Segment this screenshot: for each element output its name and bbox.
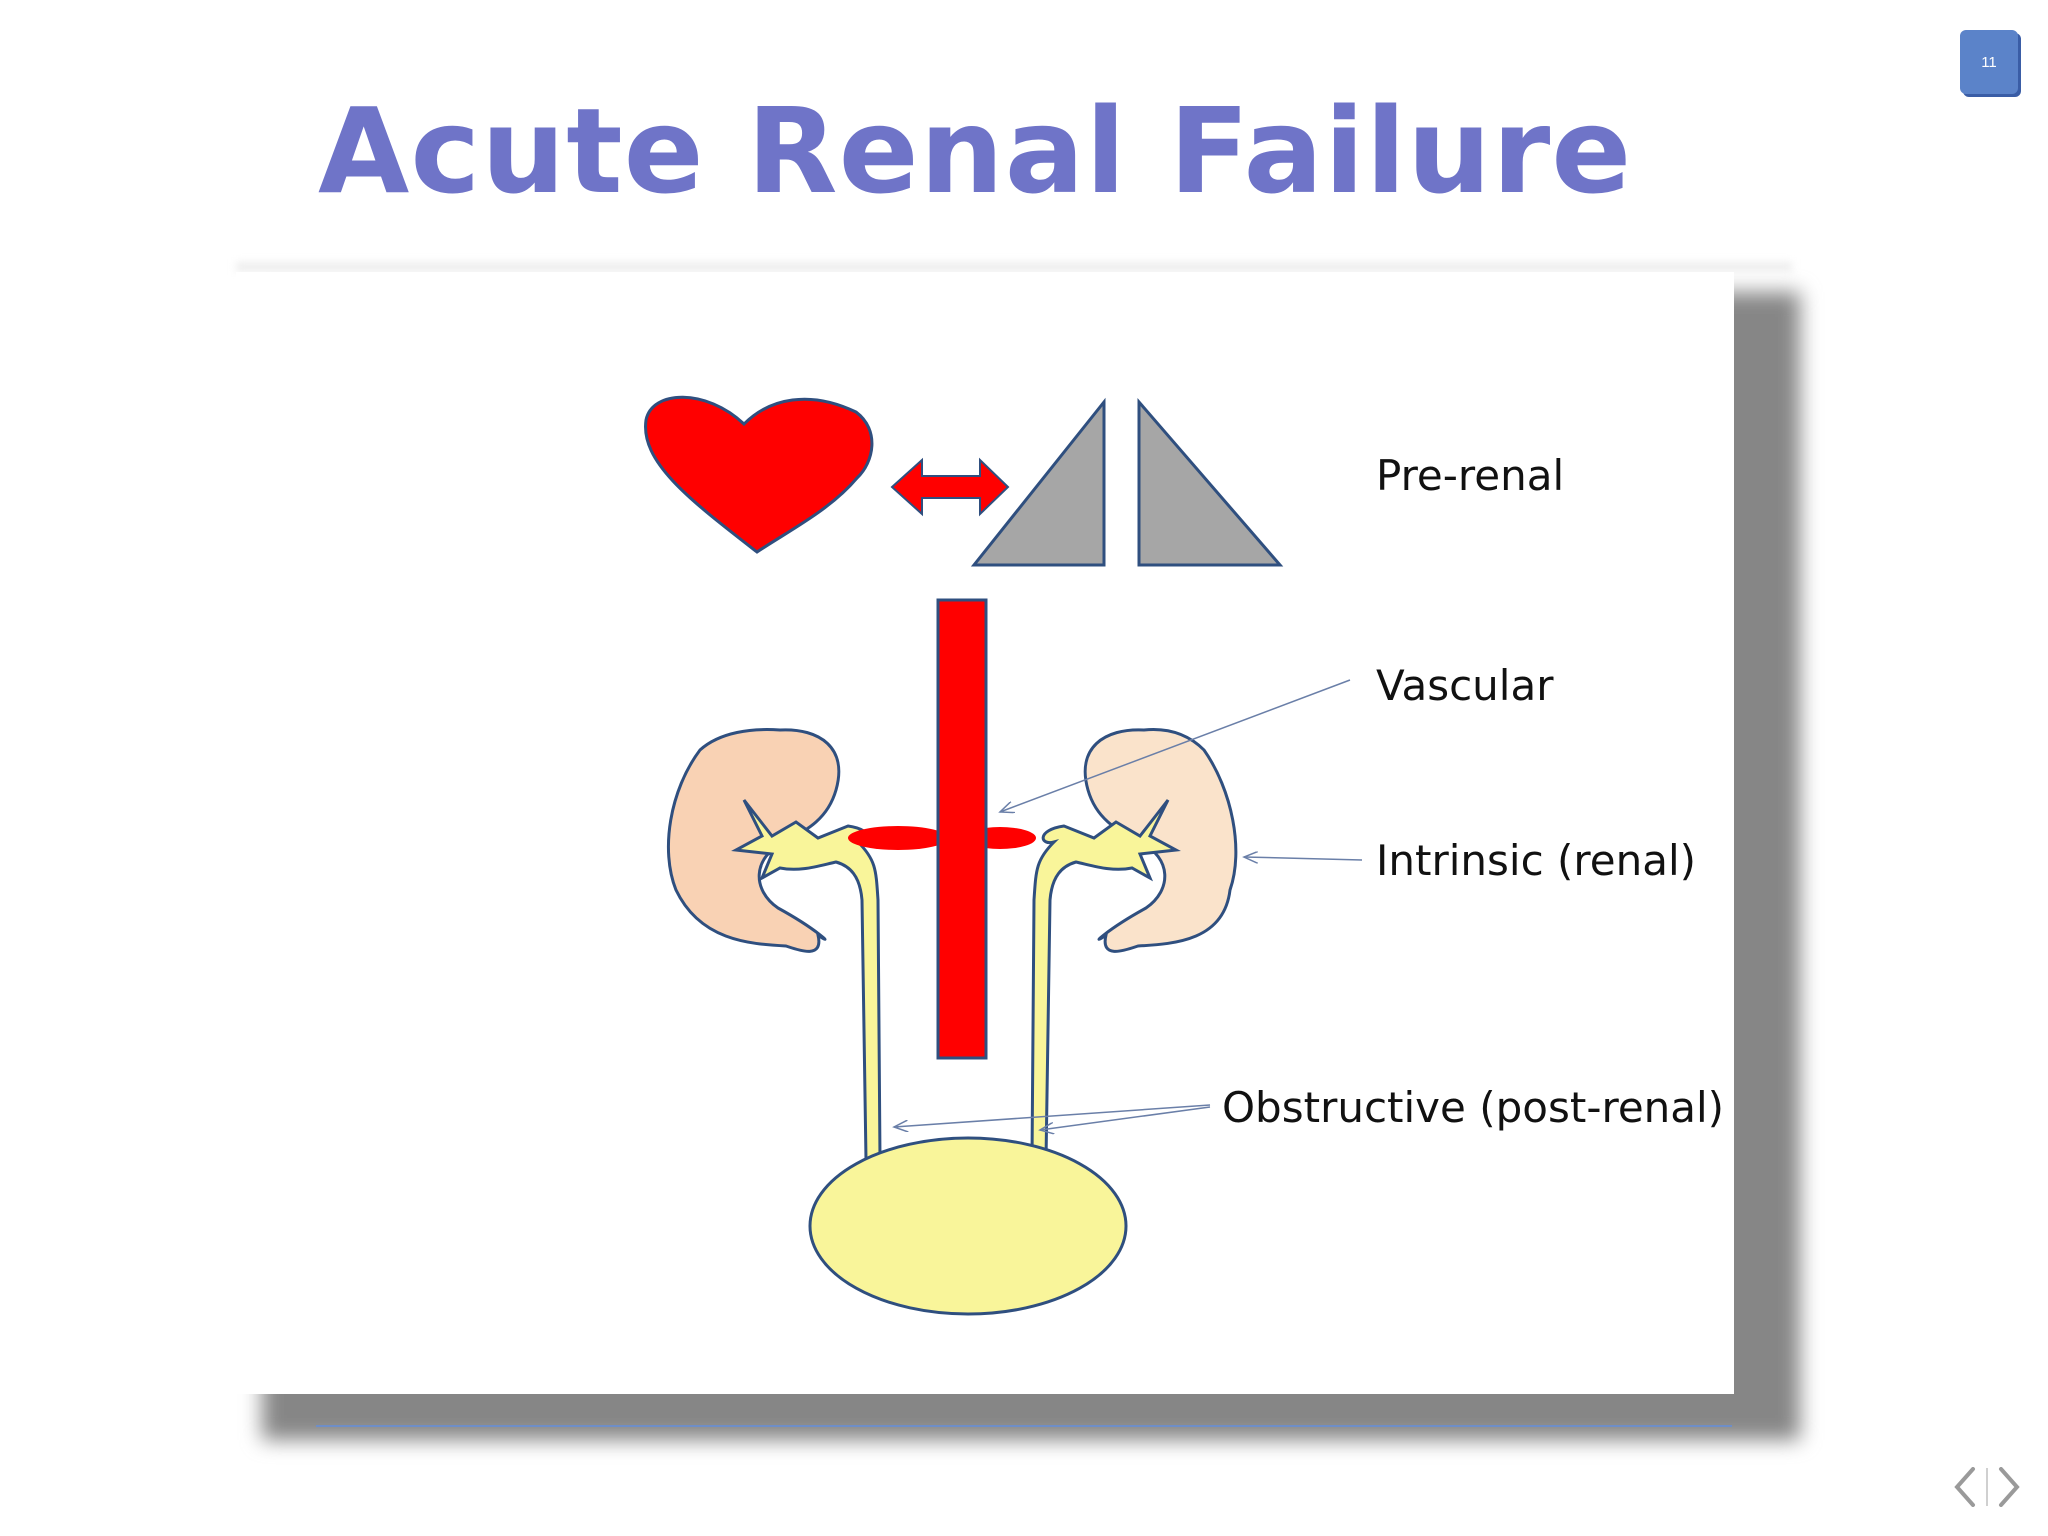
obstructive-pointer-arrow-left — [894, 1104, 1211, 1127]
double-arrow-icon — [890, 457, 1010, 517]
next-slide-button[interactable] — [1994, 1462, 2024, 1512]
vascular-pointer-arrow — [1000, 679, 1351, 812]
slide-navigation — [1950, 1462, 2030, 1512]
bottom-rule — [316, 1425, 1732, 1427]
heart-icon — [644, 395, 874, 554]
chevron-left-icon — [1954, 1467, 1975, 1507]
intrinsic-label: Intrinsic (renal) — [1376, 836, 1696, 885]
chevron-right-icon — [1999, 1467, 2020, 1507]
obstructive-pointer-arrow-right — [1040, 1106, 1211, 1130]
renal-artery-left-shape — [848, 826, 948, 850]
previous-slide-button[interactable] — [1950, 1462, 1980, 1512]
nav-separator — [1986, 1468, 1988, 1506]
slide-number-badge: 11 — [1960, 30, 2018, 94]
bladder-shape — [808, 1136, 1128, 1316]
obstructive-label: Obstructive (post-renal) — [1222, 1083, 1724, 1132]
vascular-label: Vascular — [1376, 661, 1554, 710]
triangle-left-shape — [970, 397, 1106, 567]
intrinsic-pointer-arrow — [1244, 857, 1363, 860]
prerenal-label: Pre-renal — [1376, 451, 1564, 500]
slide-title: Acute Renal Failure — [318, 82, 1633, 220]
triangle-right-shape — [1137, 397, 1284, 567]
frame-top-line — [236, 262, 1792, 272]
aorta-shape — [936, 598, 988, 1060]
